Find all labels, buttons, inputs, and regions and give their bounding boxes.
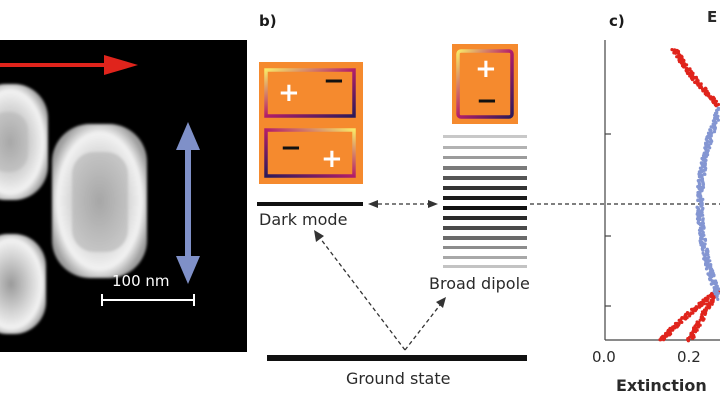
scatter-point <box>701 197 705 201</box>
scatter-point <box>709 125 713 129</box>
plus-charge-bottom-right: + <box>321 144 343 174</box>
nanoparticle-bottom-left <box>0 234 46 334</box>
scatter-point <box>698 178 702 182</box>
scatter-point <box>701 183 706 187</box>
scatter-point <box>698 305 702 309</box>
scatter-point <box>715 108 719 113</box>
scatter-point <box>703 312 707 316</box>
scatter-point <box>702 233 706 237</box>
scatter-point <box>705 150 710 154</box>
scatter-point <box>700 237 704 241</box>
scatter-point <box>716 297 720 301</box>
minus-charge-top-right: − <box>323 66 345 96</box>
scatter-point <box>716 291 720 295</box>
scatter-point <box>710 302 714 306</box>
panel-a-sem-image: 100 nm <box>0 40 247 352</box>
broad-dipole-label: Broad dipole <box>429 274 530 293</box>
dark-mode-label: Dark mode <box>259 210 348 229</box>
scatter-point <box>691 331 695 335</box>
excitation-arrows <box>314 230 446 351</box>
minus-charge-bottom-left: − <box>280 133 302 163</box>
ground-state-label: Ground state <box>346 369 451 388</box>
scatter-point <box>662 338 666 342</box>
scatter-point <box>671 328 675 332</box>
scatter-point <box>686 339 691 343</box>
scatter-point <box>715 294 719 298</box>
x-tick-1: 0.2 <box>677 348 701 366</box>
scatter-point <box>714 104 718 108</box>
panel-c-top-label: E <box>707 8 718 26</box>
scatter-point <box>709 282 714 286</box>
red-spectrum-points <box>658 48 720 343</box>
blue-spectrum-points <box>695 106 720 301</box>
scatter-point <box>658 338 662 342</box>
panel-c-label: c) <box>609 12 625 30</box>
plus-charge-dipole: + <box>475 54 497 84</box>
scatter-point <box>693 330 698 334</box>
scatter-point <box>703 237 707 242</box>
broad-dipole-charge-map <box>452 44 518 124</box>
scatter-point <box>713 127 717 131</box>
scatter-point <box>696 198 700 203</box>
scatter-point <box>700 188 704 192</box>
scatter-point <box>698 318 702 322</box>
sem-image-graphic <box>0 55 200 334</box>
coupling-arrow <box>368 200 438 208</box>
x-tick-0: 0.0 <box>592 348 616 366</box>
scatter-point <box>667 333 672 337</box>
scatter-point <box>683 317 688 321</box>
scale-bar <box>101 294 195 306</box>
scatter-point <box>691 336 695 340</box>
scatter-point <box>674 51 678 55</box>
scatter-point <box>688 68 692 72</box>
scatter-point <box>693 309 698 313</box>
scatter-point <box>705 302 709 306</box>
scatter-point <box>701 318 705 322</box>
scatter-point <box>709 128 713 133</box>
minus-charge-dipole: − <box>476 86 498 116</box>
scatter-point <box>688 74 692 78</box>
scatter-point <box>699 204 703 208</box>
scatter-point <box>708 146 712 150</box>
scatter-point <box>707 306 711 310</box>
scatter-point <box>716 114 720 118</box>
scatter-point <box>712 130 717 134</box>
broad-dipole-levels <box>443 135 527 268</box>
scatter-point <box>675 325 679 329</box>
scatter-point <box>688 314 692 318</box>
scatter-point <box>698 228 702 233</box>
scatter-point <box>706 253 710 257</box>
plus-charge-top-left: + <box>278 78 300 108</box>
scatter-point <box>701 219 705 223</box>
x-axis-label: Extinction <box>616 376 707 395</box>
scatter-point <box>696 325 701 329</box>
scatter-point <box>701 226 705 230</box>
scatter-point <box>704 263 708 267</box>
dark-mode-charge-map <box>259 62 363 184</box>
red-polarization-arrow <box>0 55 138 75</box>
scatter-point <box>704 267 709 271</box>
scatter-point <box>701 248 705 252</box>
scatter-point <box>706 262 710 266</box>
scatter-point <box>703 172 707 176</box>
blue-polarization-arrow <box>176 122 200 284</box>
scatter-point <box>690 78 695 82</box>
scale-bar-label: 100 nm <box>112 272 170 290</box>
scatter-point <box>716 118 720 122</box>
scatter-point <box>685 63 689 67</box>
panel-b-label: b) <box>259 12 277 30</box>
